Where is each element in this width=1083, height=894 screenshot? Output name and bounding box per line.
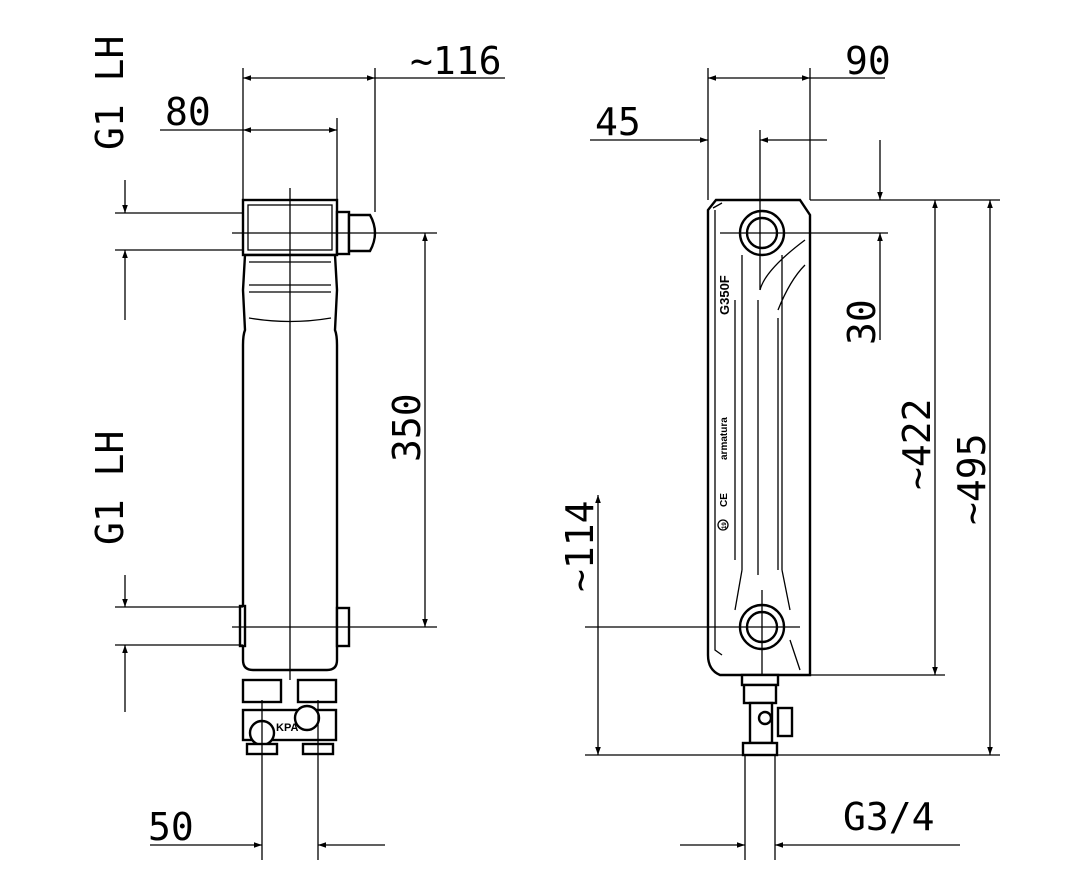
dim-80-label: 80 <box>165 90 211 134</box>
dim-422-label: ~422 <box>895 398 939 490</box>
dim-114-label: ~114 <box>558 500 602 592</box>
angle-valve <box>740 673 794 757</box>
dim-50-label: 50 <box>148 805 194 849</box>
dim-30-label: 30 <box>840 299 884 345</box>
right-front-view: G350F armatura CE 19 90 45 30 ~422 ~495 … <box>558 39 1000 860</box>
ce-marking: CE <box>719 493 730 507</box>
model-marking: G350F <box>717 275 732 315</box>
dim-116-label: ~116 <box>410 39 502 83</box>
badge-marking: 19 <box>722 522 728 529</box>
valve-label: KPA <box>276 722 298 734</box>
radiator-section-front <box>706 198 812 677</box>
bottom-valve: KPA <box>241 678 338 756</box>
thread-bottom-label: G1 LH <box>88 431 132 545</box>
dim-495-label: ~495 <box>950 433 994 525</box>
dim-350-label: 350 <box>385 393 429 462</box>
dim-45-label: 45 <box>595 100 641 144</box>
dim-90-label: 90 <box>845 39 891 83</box>
left-side-view: KPA ~116 80 G1 LH 350 G1 LH 50 <box>88 36 505 860</box>
thread-top-label: G1 LH <box>88 36 132 150</box>
brand-marking: armatura <box>719 417 730 460</box>
thread-connection-label: G3/4 <box>843 795 935 839</box>
